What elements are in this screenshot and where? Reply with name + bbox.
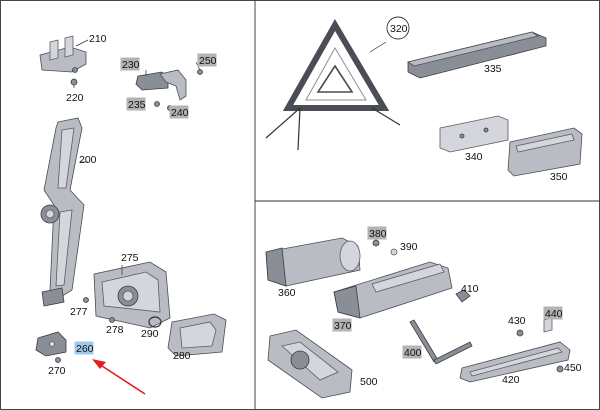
screw-278-drawing xyxy=(109,317,115,323)
holder-340-drawing xyxy=(439,115,509,153)
callout-label-350: 350 xyxy=(550,171,568,183)
callout-label-360: 360 xyxy=(278,287,296,299)
strap-400-drawing xyxy=(409,319,473,365)
callout-440[interactable]: 440 xyxy=(543,306,563,321)
callout-230[interactable]: 230 xyxy=(120,57,140,72)
callout-label-278: 278 xyxy=(106,324,124,336)
callout-label-320: 320 xyxy=(390,23,408,35)
jack-holder-275-drawing xyxy=(93,261,171,329)
callout-450[interactable]: 450 xyxy=(564,362,582,374)
callout-highlight-235 xyxy=(126,97,146,111)
callout-label-335: 335 xyxy=(484,63,502,75)
callout-200[interactable]: 200 xyxy=(79,154,97,166)
callout-label-410: 410 xyxy=(461,283,479,295)
callout-290[interactable]: 290 xyxy=(141,328,159,340)
ring-290-drawing xyxy=(148,316,162,328)
callout-360[interactable]: 360 xyxy=(278,287,296,299)
callout-label-290: 290 xyxy=(141,328,159,340)
callout-240[interactable]: 240 xyxy=(169,105,189,120)
callout-label-250: 250 xyxy=(199,55,217,67)
callout-label-500: 500 xyxy=(360,376,378,388)
callout-label-280: 280 xyxy=(173,350,191,362)
callout-label-440: 440 xyxy=(545,308,563,320)
washer-390-drawing xyxy=(390,248,398,256)
callout-220[interactable]: 220 xyxy=(66,92,84,104)
callout-278[interactable]: 278 xyxy=(106,324,124,336)
bracket-210-drawing xyxy=(39,35,87,73)
callout-430[interactable]: 430 xyxy=(508,315,526,327)
callout-label-235: 235 xyxy=(128,99,146,111)
callout-highlight-400 xyxy=(402,345,422,359)
callout-210[interactable]: 210 xyxy=(89,33,107,45)
callout-410[interactable]: 410 xyxy=(461,283,479,295)
callout-label-450: 450 xyxy=(564,362,582,374)
callout-335[interactable]: 335 xyxy=(484,63,502,75)
screw-380-drawing xyxy=(372,239,380,247)
screw-250-drawing xyxy=(197,69,203,75)
bolt-220-drawing xyxy=(70,78,78,86)
callout-350[interactable]: 350 xyxy=(550,171,568,183)
callout-label-430: 430 xyxy=(508,315,526,327)
callout-label-400: 400 xyxy=(404,347,422,359)
pointer-arrow xyxy=(92,359,146,395)
callout-label-210: 210 xyxy=(89,33,107,45)
callout-277[interactable]: 277 xyxy=(70,306,88,318)
first-aid-kit-360-drawing xyxy=(265,237,361,287)
callout-390[interactable]: 390 xyxy=(400,241,418,253)
warning-triangle-drawing xyxy=(265,19,401,151)
callout-235[interactable]: 235 xyxy=(126,97,146,112)
callout-500[interactable]: 500 xyxy=(360,376,378,388)
pin-410-drawing xyxy=(455,289,471,303)
callout-label-230: 230 xyxy=(122,59,140,71)
cover-280-drawing xyxy=(167,313,227,357)
callout-highlight-370 xyxy=(332,318,352,332)
callout-370[interactable]: 370 xyxy=(332,318,352,333)
callout-label-277: 277 xyxy=(70,306,88,318)
scissor-jack-200-drawing xyxy=(40,117,85,307)
callout-highlight-240 xyxy=(169,105,189,119)
screw-430-drawing xyxy=(516,329,524,337)
bolt-270-drawing xyxy=(55,357,61,363)
callout-250[interactable]: 250 xyxy=(197,53,217,68)
triangle-case-335-drawing xyxy=(407,31,547,79)
callout-label-420: 420 xyxy=(502,374,520,386)
callout-420[interactable]: 420 xyxy=(502,374,520,386)
callout-280[interactable]: 280 xyxy=(173,350,191,362)
callout-label-275: 275 xyxy=(121,252,139,264)
callout-highlight-250 xyxy=(197,53,217,67)
callout-label-340: 340 xyxy=(465,151,483,163)
callout-label-380: 380 xyxy=(369,228,387,240)
callout-260[interactable]: 260 xyxy=(74,341,94,356)
callout-label-260: 260 xyxy=(76,343,94,355)
clip-440-drawing xyxy=(543,317,553,333)
callout-highlight-260 xyxy=(74,341,94,355)
callout-highlight-440 xyxy=(543,306,563,320)
callout-275[interactable]: 275 xyxy=(121,252,139,264)
bracket-500-drawing xyxy=(267,329,353,399)
callout-label-200: 200 xyxy=(79,154,97,166)
callout-400[interactable]: 400 xyxy=(402,345,422,360)
callout-label-370: 370 xyxy=(334,320,352,332)
callout-highlight-380 xyxy=(367,226,387,240)
callout-label-390: 390 xyxy=(400,241,418,253)
callout-380[interactable]: 380 xyxy=(367,226,387,241)
part-labels: 210 220 230 250 235 240 200 275 277 278 290 280 260 2… xyxy=(48,16,582,388)
callout-320[interactable]: 320 xyxy=(386,16,410,40)
screw-277-drawing xyxy=(83,297,89,303)
callout-highlight-230 xyxy=(120,57,140,71)
callout-circle-320 xyxy=(386,16,410,40)
screw-450-drawing xyxy=(556,365,564,373)
callout-label-220: 220 xyxy=(66,92,84,104)
nut-235-drawing xyxy=(154,101,160,107)
callout-270[interactable]: 270 xyxy=(48,365,66,377)
callout-label-240: 240 xyxy=(171,107,189,119)
trim-420-drawing xyxy=(459,341,571,383)
housing-370-drawing xyxy=(333,261,453,319)
bracket-230-drawing xyxy=(135,69,187,101)
bracket-260-drawing xyxy=(35,331,67,357)
callout-label-270: 270 xyxy=(48,365,66,377)
cover-350-drawing xyxy=(507,127,583,177)
callout-340[interactable]: 340 xyxy=(465,151,483,163)
